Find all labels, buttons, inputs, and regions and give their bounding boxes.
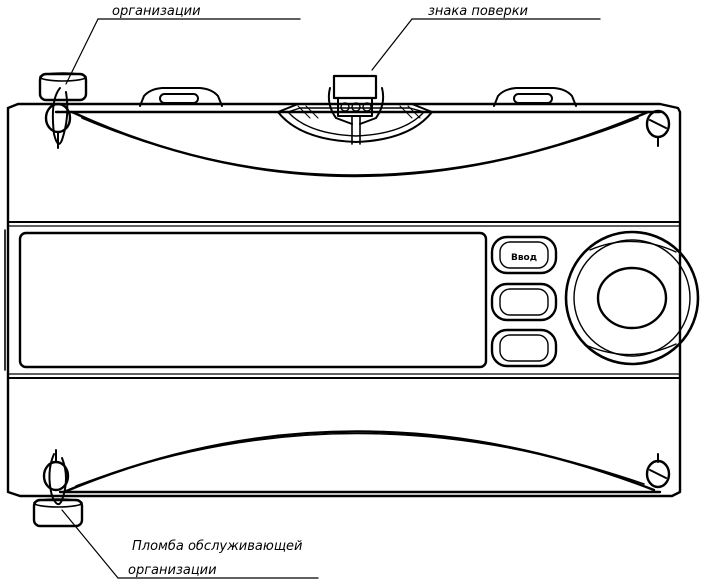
top-right-leader xyxy=(371,18,413,71)
button-2[interactable] xyxy=(490,282,558,322)
bottom-label-line-1: Пломба обслуживающей xyxy=(132,539,303,554)
top-right-screw xyxy=(645,109,671,147)
verification-seal xyxy=(277,74,433,145)
top-left-label: организации xyxy=(112,4,201,19)
top-left-seal xyxy=(38,72,88,149)
lcd-display xyxy=(18,231,488,369)
bottom-left-seal xyxy=(32,449,84,528)
bottom-right-screw xyxy=(645,453,671,489)
upper-cover xyxy=(7,110,681,223)
optical-port xyxy=(564,230,700,366)
meter-body xyxy=(4,102,682,498)
lower-cover xyxy=(58,430,662,494)
button-3[interactable] xyxy=(490,328,558,368)
enter-button[interactable]: Ввод xyxy=(490,235,558,275)
enter-button-label: Ввод xyxy=(511,253,537,263)
display-band xyxy=(7,225,681,379)
bottom-leader xyxy=(61,509,119,579)
bottom-label-line-2: организации xyxy=(128,563,217,578)
top-right-label: знака поверки xyxy=(428,4,528,19)
